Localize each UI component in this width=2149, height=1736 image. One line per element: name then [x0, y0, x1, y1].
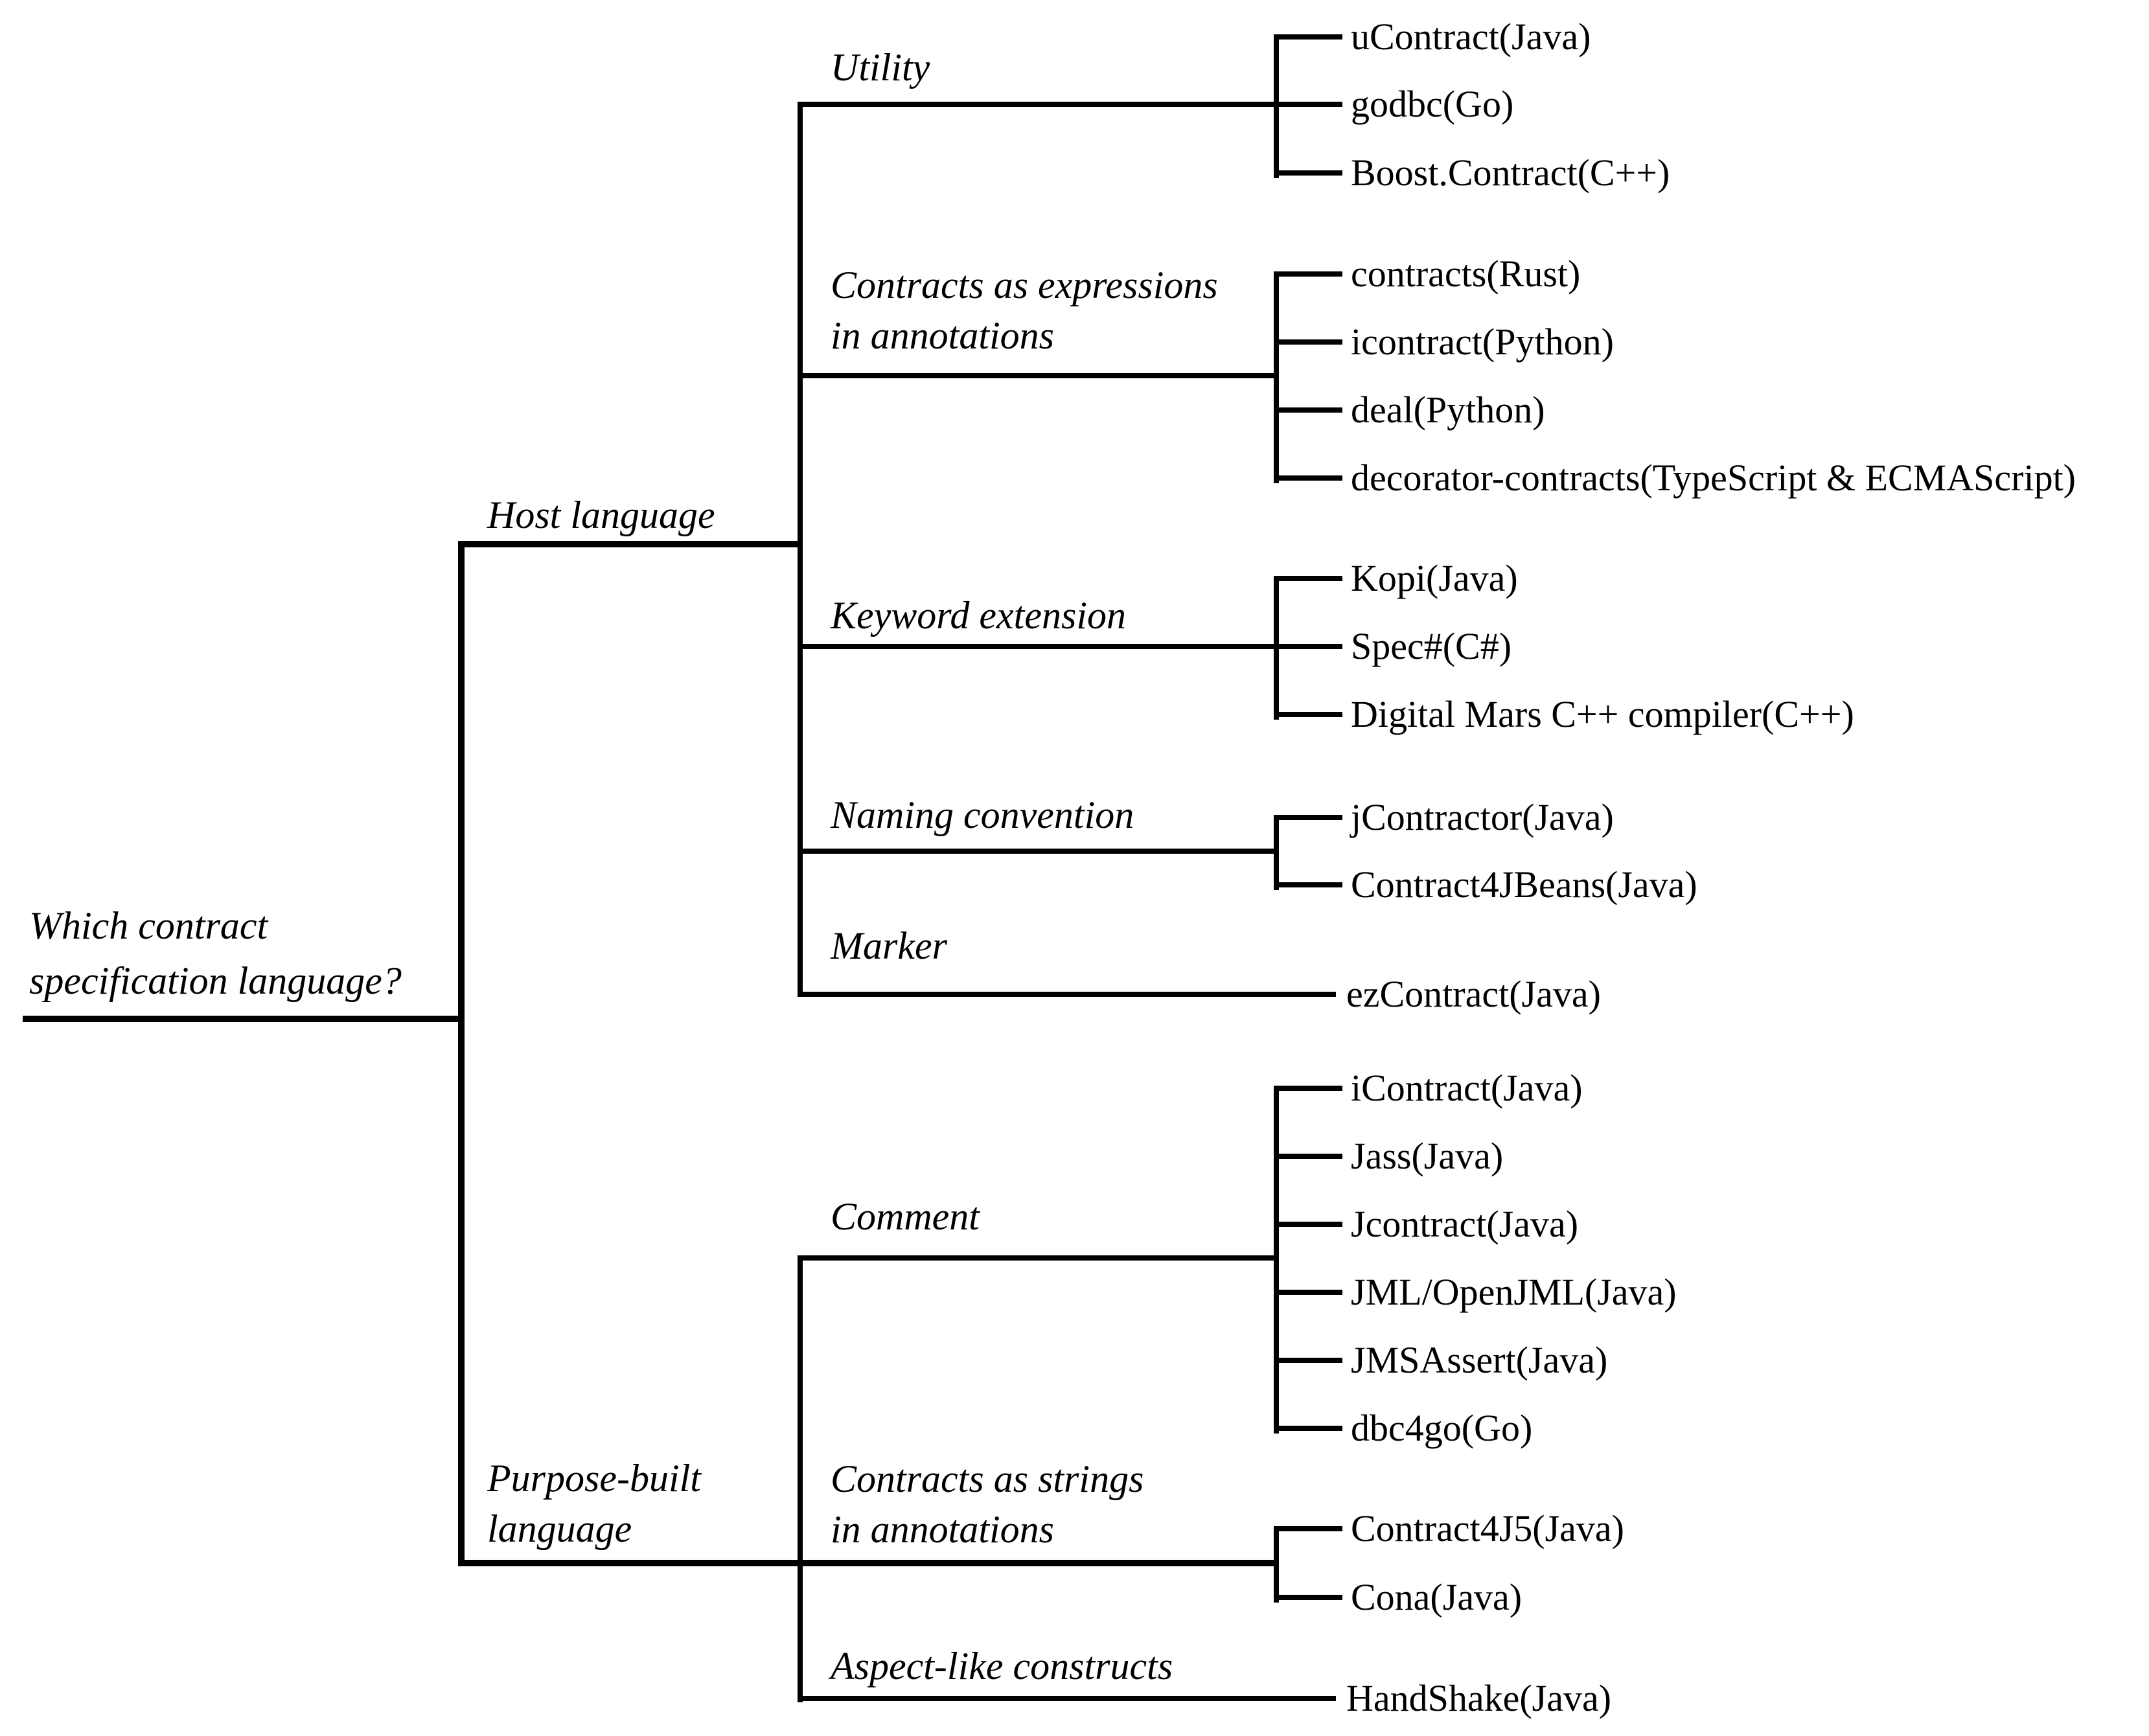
leaf-cona: Cona(Java): [1351, 1576, 1523, 1618]
tick-jml-openjml: [1274, 1290, 1342, 1295]
category-keyword-extension: Keyword extension: [831, 594, 1127, 637]
category-strings-line1: Contracts as strings: [831, 1457, 1144, 1500]
tick-digital-mars: [1274, 712, 1342, 717]
leaf-jcontract: Jcontract(Java): [1351, 1203, 1579, 1245]
tick-jmsassert: [1274, 1358, 1342, 1363]
tick-boost-contract: [1274, 170, 1342, 176]
tick-ucontract: [1274, 34, 1342, 40]
leaf-contract4jbeans: Contract4JBeans(Java): [1351, 863, 1697, 906]
category-expressions-line2: in annotations: [831, 314, 1055, 357]
branch-host-language: Host language: [487, 494, 715, 536]
connector-expressions-spine: [1274, 271, 1279, 483]
tick-jcontractor: [1274, 815, 1342, 820]
leaf-boost-contract: Boost.Contract(C++): [1351, 152, 1670, 194]
tick-contract4j5: [1274, 1526, 1342, 1531]
tick-jass: [1274, 1154, 1342, 1159]
branch-purpose-built: Purpose-built language: [487, 1453, 701, 1554]
leaf-jcontractor: jContractor(Java): [1351, 796, 1614, 838]
connector-keyword-spine: [1274, 576, 1279, 720]
connector-naming-branch: [798, 849, 1279, 854]
branch-purpose-built-line2: language: [487, 1507, 632, 1550]
connector-expressions-branch: [798, 373, 1279, 378]
leaf-decorator-contracts: decorator-contracts(TypeScript & ECMAScr…: [1351, 457, 2076, 499]
connector-host-spine: [798, 102, 803, 997]
tick-decorator-contracts: [1274, 475, 1342, 481]
category-strings-annotations: Contracts as strings in annotations: [831, 1454, 1143, 1555]
connector-strings-spine: [1274, 1526, 1279, 1603]
connector-root-vertical: [458, 541, 465, 1566]
category-expressions-annotations: Contracts as expressions in annotations: [831, 260, 1218, 361]
connector-utility-branch: [798, 102, 1342, 107]
connector-comment-branch: [798, 1255, 1279, 1261]
leaf-ucontract: uContract(Java): [1351, 16, 1591, 58]
leaf-icontract-python: icontract(Python): [1351, 321, 1614, 363]
leaf-digital-mars: Digital Mars C++ compiler(C++): [1351, 693, 1854, 735]
connector-purpose-branch: [458, 1560, 1279, 1566]
root-question: Which contract specification language?: [29, 898, 402, 1009]
category-strings-line2: in annotations: [831, 1508, 1055, 1551]
category-comment: Comment: [831, 1195, 980, 1238]
connector-purpose-spine: [798, 1255, 803, 1702]
leaf-spec-sharp: Spec#(C#): [1351, 625, 1512, 667]
connector-comment-spine: [1274, 1086, 1279, 1433]
tick-dbc4go: [1274, 1426, 1342, 1431]
category-aspect-like: Aspect-like constructs: [831, 1645, 1173, 1687]
leaf-ezcontract: ezContract(Java): [1346, 973, 1601, 1015]
connector-utility-spine: [1274, 34, 1279, 178]
tick-cona: [1274, 1595, 1342, 1600]
tick-kopi: [1274, 576, 1342, 581]
leaf-handshake: HandShake(Java): [1346, 1677, 1612, 1719]
tick-contracts-rust: [1274, 271, 1342, 277]
branch-purpose-built-line1: Purpose-built: [487, 1457, 701, 1500]
category-naming-convention: Naming convention: [831, 794, 1134, 836]
leaf-icontract-java: iContract(Java): [1351, 1067, 1583, 1109]
category-expressions-line1: Contracts as expressions: [831, 264, 1218, 306]
connector-naming-spine: [1274, 815, 1279, 890]
connector-root-horizontal: [23, 1016, 465, 1022]
connector-marker-branch: [798, 992, 1336, 997]
tick-jcontract: [1274, 1222, 1342, 1227]
connector-aspect-branch: [798, 1696, 1336, 1701]
tick-deal-python: [1274, 407, 1342, 413]
category-utility: Utility: [831, 46, 930, 89]
connector-keyword-branch: [798, 644, 1342, 649]
leaf-kopi: Kopi(Java): [1351, 557, 1518, 599]
leaf-jml-openjml: JML/OpenJML(Java): [1351, 1271, 1677, 1313]
leaf-contracts-rust: contracts(Rust): [1351, 253, 1581, 295]
root-question-line2: specification language?: [29, 959, 402, 1002]
leaf-jass: Jass(Java): [1351, 1135, 1504, 1177]
connector-host-branch: [458, 541, 803, 547]
leaf-deal-python: deal(Python): [1351, 389, 1545, 431]
leaf-godbc: godbc(Go): [1351, 83, 1514, 125]
tick-contract4jbeans: [1274, 882, 1342, 887]
tick-icontract-python: [1274, 339, 1342, 345]
root-question-line1: Which contract: [29, 904, 268, 947]
tick-icontract-java: [1274, 1086, 1342, 1091]
leaf-dbc4go: dbc4go(Go): [1351, 1407, 1533, 1449]
category-marker: Marker: [831, 924, 947, 967]
leaf-jmsassert: JMSAssert(Java): [1351, 1339, 1608, 1381]
leaf-contract4j5: Contract4J5(Java): [1351, 1507, 1624, 1549]
